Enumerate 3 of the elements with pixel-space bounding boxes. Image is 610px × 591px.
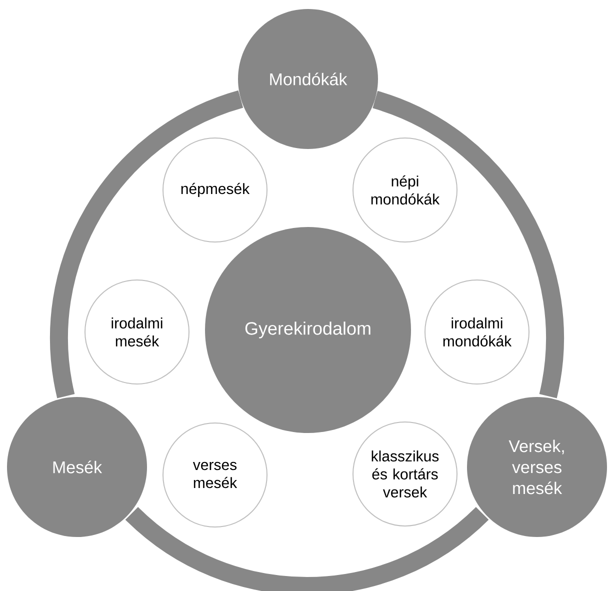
ring-arc <box>372 91 564 398</box>
ring-arc <box>50 90 244 398</box>
ring-arc <box>126 506 488 591</box>
